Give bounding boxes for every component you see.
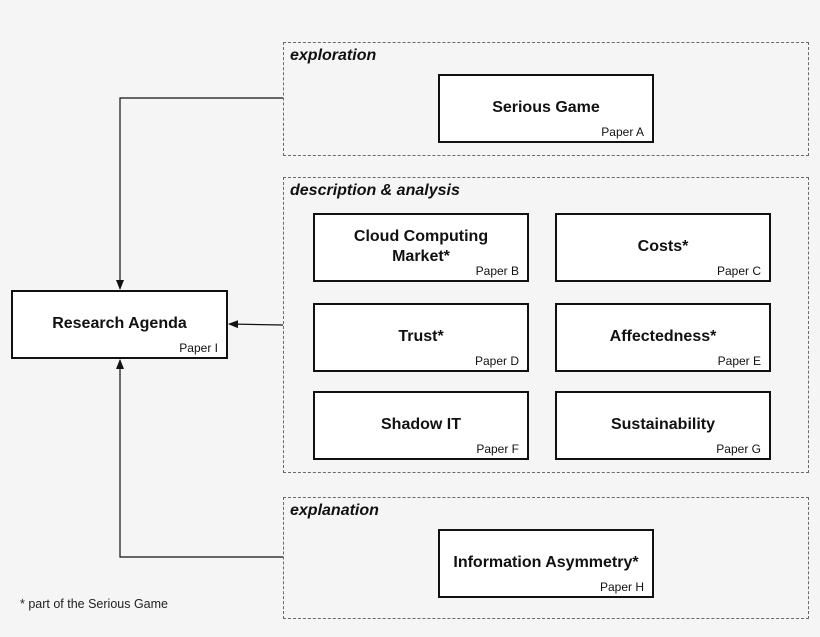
box-paper-cloud-computing-market: Paper B	[475, 264, 519, 278]
box-information-asymmetry: Information Asymmetry* Paper H	[438, 529, 654, 598]
box-serious-game: Serious Game Paper A	[438, 74, 654, 143]
box-paper-affectedness: Paper E	[717, 354, 761, 368]
arrow-exploration-to-agenda	[116, 97, 283, 290]
box-cloud-computing-market: Cloud Computing Market* Paper B	[313, 213, 529, 282]
box-title-shadow-it: Shadow IT	[381, 416, 461, 433]
box-paper-costs: Paper C	[716, 264, 761, 278]
box-title-research-agenda: Research Agenda	[52, 315, 187, 332]
box-trust: Trust* Paper D	[313, 303, 529, 372]
box-title-information-asymmetry: Information Asymmetry*	[453, 554, 639, 571]
box-costs: Costs* Paper C	[555, 213, 771, 282]
group-label-explanation: explanation	[290, 502, 379, 519]
box-title-cloud-computing-market-line2: Market*	[392, 248, 450, 265]
box-affectedness: Affectedness* Paper E	[555, 303, 771, 372]
box-paper-sustainability: Paper G	[716, 442, 761, 456]
box-title-cloud-computing-market-line1: Cloud Computing	[353, 228, 489, 245]
box-paper-research-agenda: Paper I	[179, 341, 218, 355]
box-paper-trust: Paper D	[474, 354, 519, 368]
group-label-exploration: exploration	[290, 47, 377, 64]
box-title-affectedness: Affectedness*	[609, 328, 717, 345]
box-sustainability: Sustainability Paper G	[555, 391, 771, 460]
arrow-description-to-agenda	[228, 320, 284, 329]
group-description-analysis: description & analysis	[283, 177, 809, 473]
arrow-explanation-to-agenda	[116, 359, 283, 558]
box-title-trust: Trust*	[398, 328, 444, 345]
box-paper-shadow-it: Paper F	[476, 442, 519, 456]
box-title-costs: Costs*	[637, 238, 689, 255]
box-title-sustainability: Sustainability	[610, 416, 716, 433]
group-exploration: exploration	[283, 42, 809, 156]
box-paper-information-asymmetry: Paper H	[599, 580, 644, 594]
box-title-serious-game: Serious Game	[492, 99, 600, 116]
box-shadow-it: Shadow IT Paper F	[313, 391, 529, 460]
group-label-description-analysis: description & analysis	[290, 182, 460, 199]
group-explanation: explanation	[283, 497, 809, 619]
box-paper-serious-game: Paper A	[601, 125, 644, 139]
footnote: * part of the Serious Game	[20, 597, 168, 611]
box-research-agenda: Research Agenda Paper I	[11, 290, 228, 359]
